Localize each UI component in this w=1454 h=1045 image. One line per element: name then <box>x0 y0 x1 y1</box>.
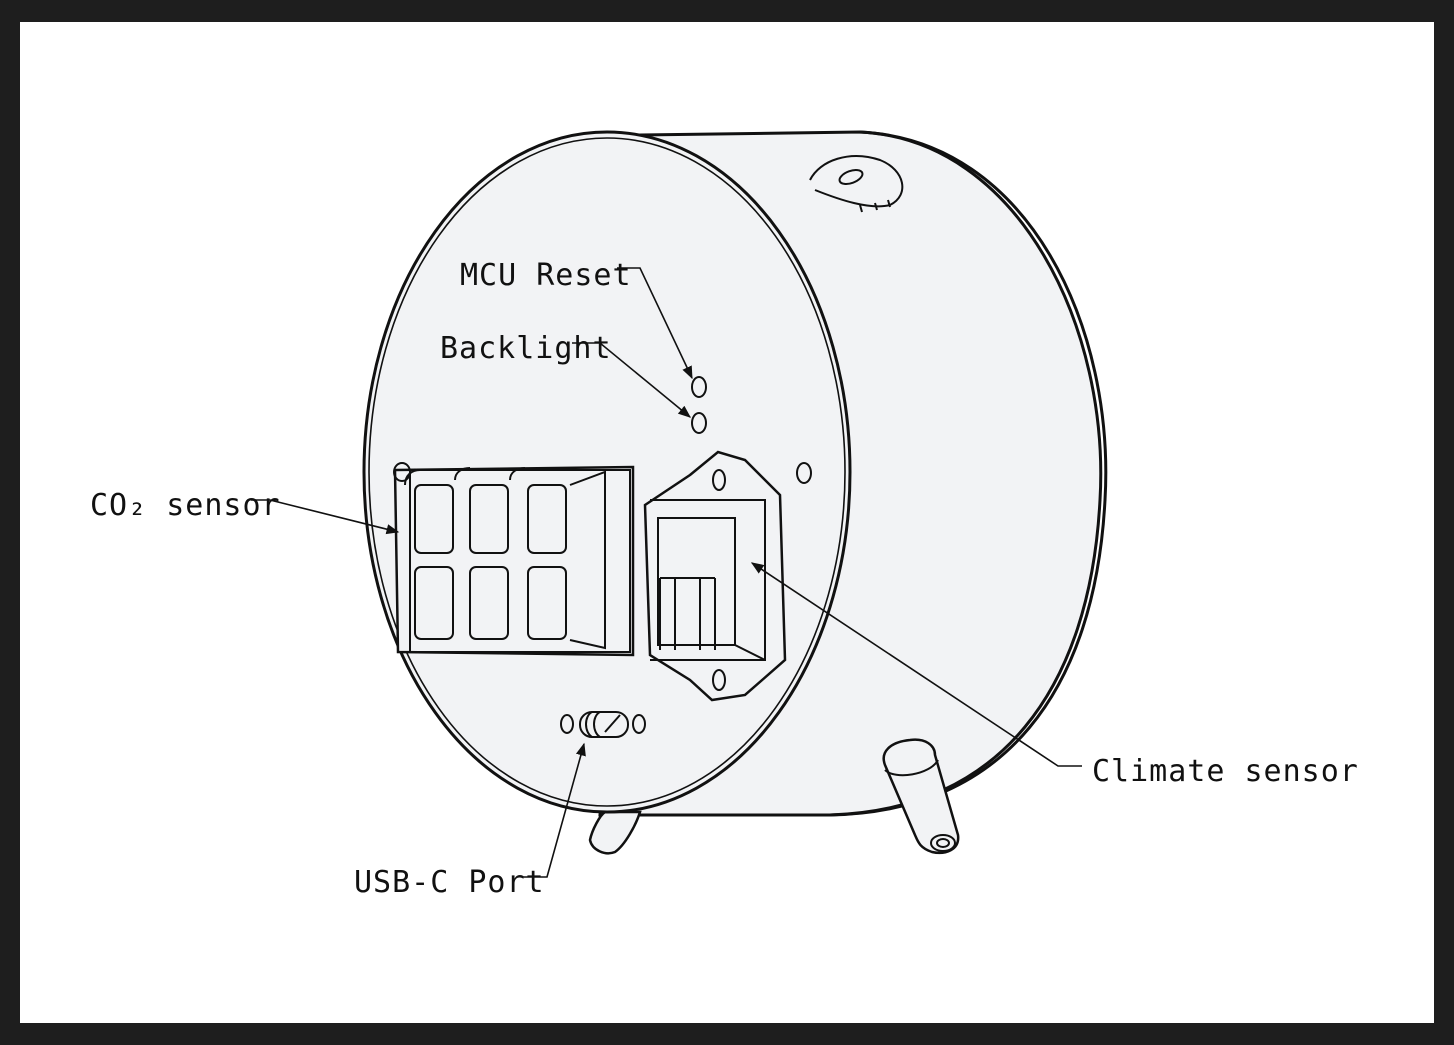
label-backlight: Backlight <box>440 331 612 366</box>
label-climate-sensor: Climate sensor <box>1092 754 1359 789</box>
device-legs <box>588 738 960 855</box>
label-usb-c-port: USB-C Port <box>354 865 545 900</box>
label-co2-sensor: CO₂ sensor <box>90 488 281 523</box>
backlight-button[interactable] <box>691 412 707 434</box>
climate-sensor <box>643 450 787 702</box>
leader-lines <box>251 267 1082 878</box>
usb-c-port <box>560 711 646 738</box>
mcu-reset-button[interactable] <box>691 376 707 398</box>
co2-sensor <box>393 462 635 657</box>
mounting-hole-icon <box>796 462 812 484</box>
label-mcu-reset: MCU Reset <box>460 258 632 293</box>
